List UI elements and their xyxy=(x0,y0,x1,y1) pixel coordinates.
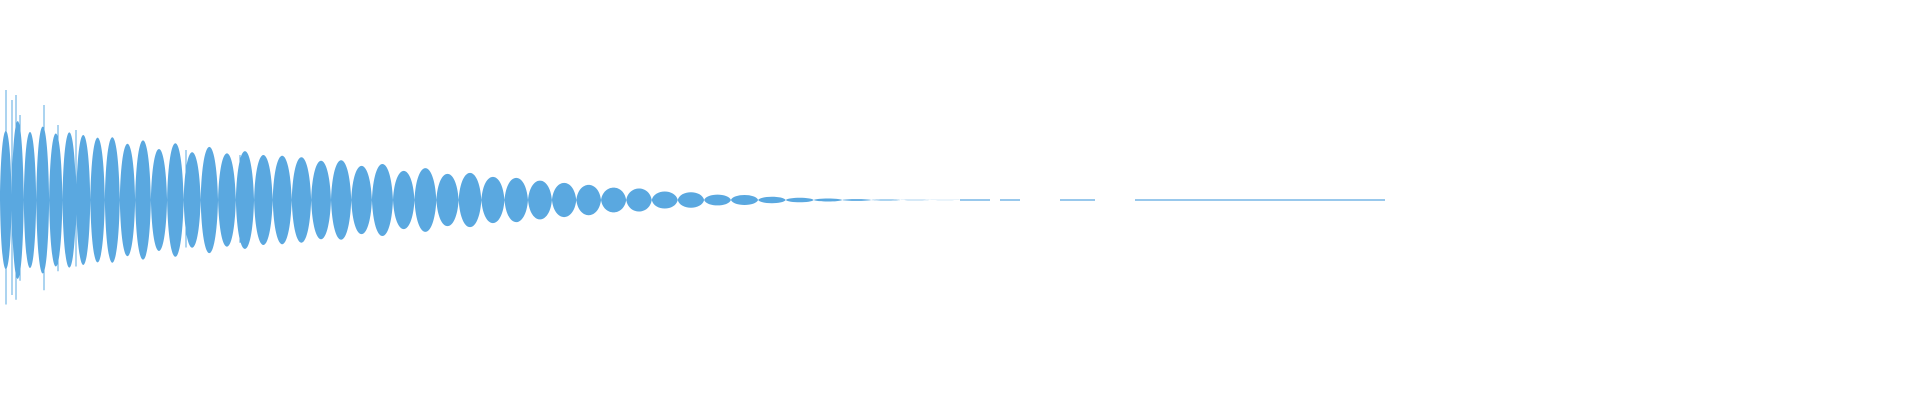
waveform-group xyxy=(0,90,1385,305)
waveform-lobes xyxy=(0,121,960,279)
